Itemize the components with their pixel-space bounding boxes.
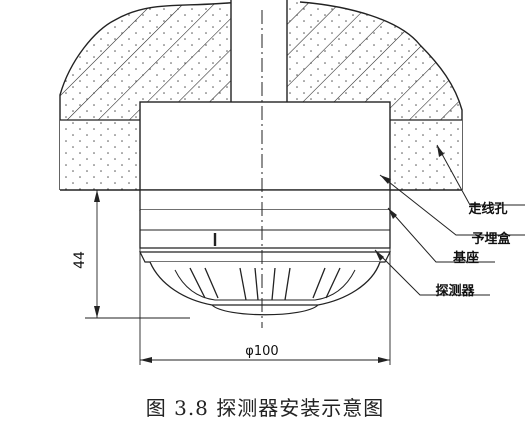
height-dimension: 44 — [72, 189, 190, 319]
leader-lines — [374, 144, 525, 296]
label-detector: 探测器 — [435, 283, 475, 299]
height-dimension-label: 44 — [72, 251, 88, 269]
ceiling-outline — [59, 1, 463, 190]
label-junction-box: 予埋盒 — [471, 231, 511, 247]
diameter-dimension: φ100 — [139, 248, 391, 365]
label-base: 基座 — [452, 250, 479, 266]
detector-base — [139, 189, 391, 249]
label-wire-hole: 走线孔 — [468, 201, 507, 217]
detector-head — [139, 251, 391, 316]
figure-caption: 图 3.8 探测器安装示意图 — [145, 396, 385, 420]
wire-channel — [231, 0, 287, 102]
diameter-dimension-label: φ100 — [245, 344, 278, 359]
junction-box — [139, 101, 391, 191]
